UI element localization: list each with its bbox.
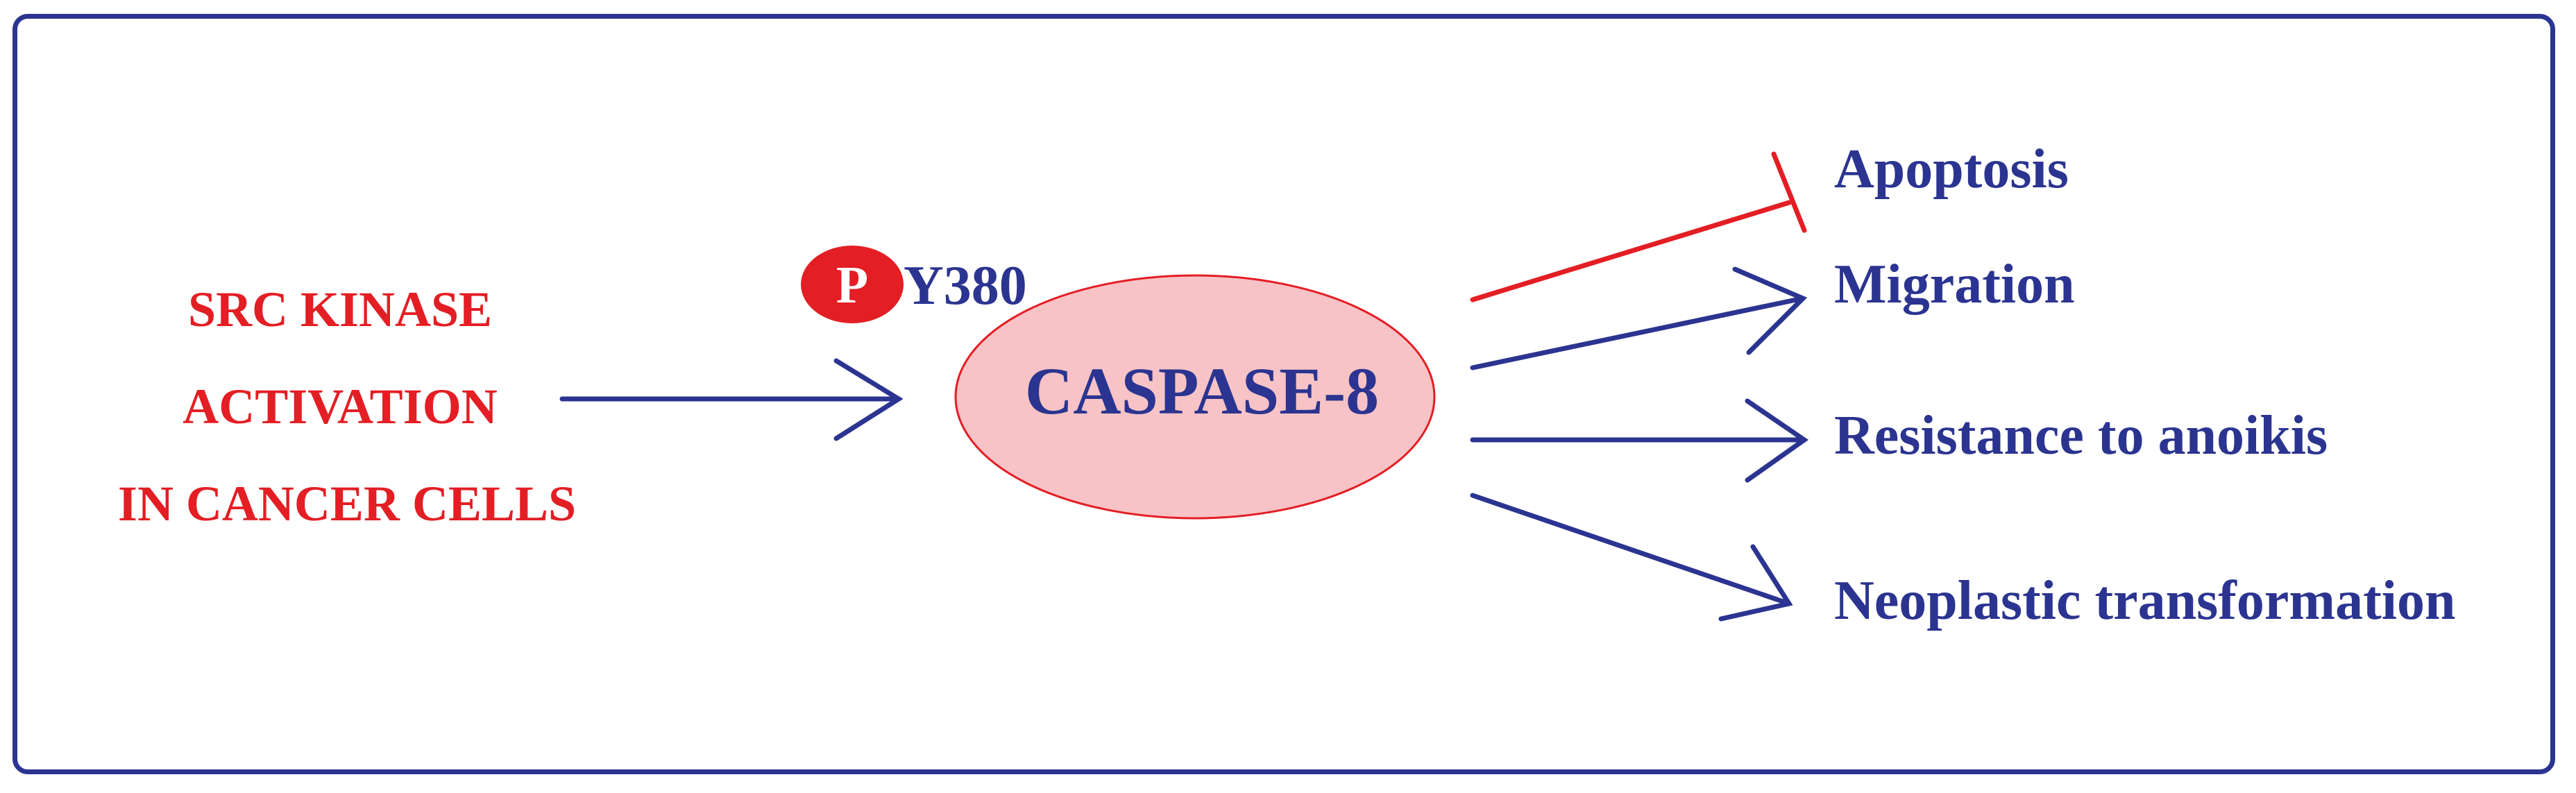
- outcome-apoptosis: Apoptosis: [1834, 139, 2069, 200]
- arrow-neoplastic: [1470, 493, 1793, 622]
- arrow-migration: [1470, 266, 1808, 370]
- source-line-1: SRC KINASE: [188, 282, 492, 337]
- phospho-badge-label: P: [836, 256, 868, 314]
- phospho-badge: [801, 246, 904, 323]
- caspase-8-label: CASPASE-8: [1025, 354, 1379, 428]
- source-line-3: IN CANCER CELLS: [118, 476, 576, 531]
- outcome-neoplastic: Neoplastic transformation: [1834, 570, 2455, 631]
- source-line-2: ACTIVATION: [183, 379, 497, 434]
- arrow-anoikis: [1470, 398, 1809, 483]
- outcome-migration: Migration: [1834, 254, 2075, 315]
- outcome-anoikis: Resistance to anoikis: [1834, 405, 2328, 466]
- caspase-8-node: [954, 274, 1436, 520]
- activation-arrow: [559, 358, 904, 441]
- phospho-site-label: Y380: [904, 255, 1027, 316]
- inhibition-apoptosis: [1470, 151, 1807, 302]
